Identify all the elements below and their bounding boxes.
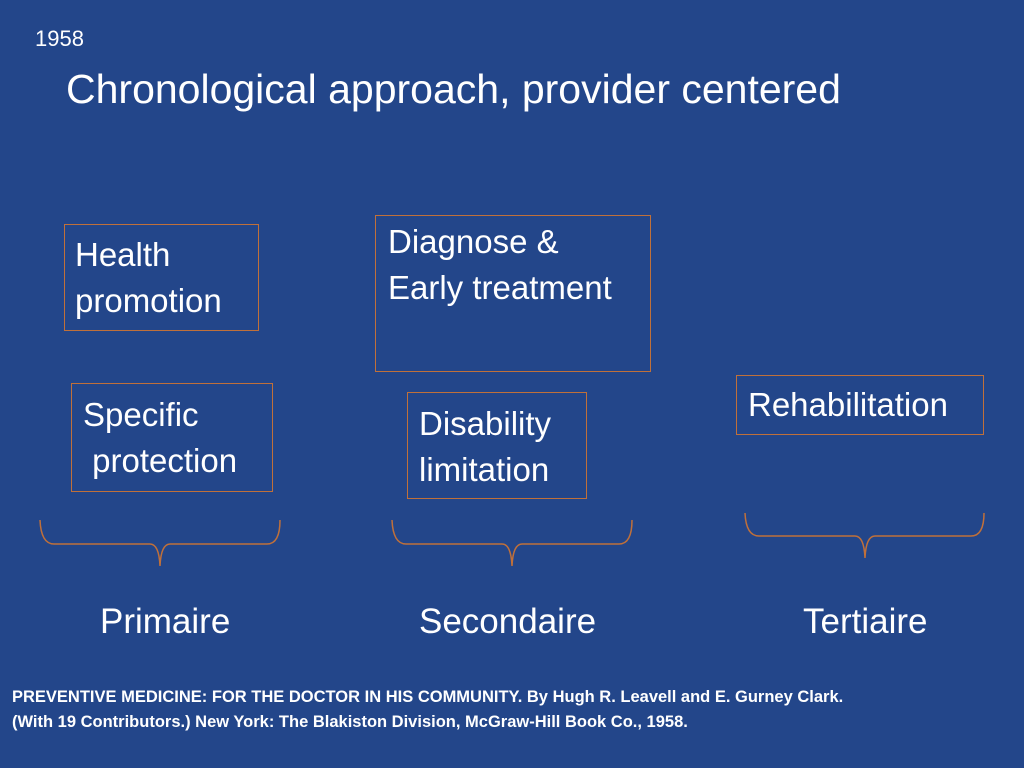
health-promotion-line-2: promotion [75,282,222,319]
level-tertiary-label: Tertiaire [803,602,928,641]
health-promotion-box: Health promotion [64,224,259,331]
brace-primary [39,519,281,567]
slide-title: Chronological approach, provider centere… [66,66,841,112]
diagnose-line-1: Diagnose & [388,223,559,260]
source-citation: PREVENTIVE MEDICINE: FOR THE DOCTOR IN H… [12,685,843,735]
disability-limitation-box: Disability limitation [407,392,587,499]
diagnose-line-2: Early treatment [388,269,612,306]
brace-secondary [391,519,633,567]
level-secondary-label: Secondaire [419,602,597,641]
disability-limitation-line-2: limitation [419,451,550,488]
specific-protection-line-1: Specific [83,396,199,433]
citation-line-2: (With 19 Contributors.) New York: The Bl… [12,713,688,731]
specific-protection-box: Specific protection [71,383,273,492]
disability-limitation-line-1: Disability [419,405,552,442]
rehabilitation-box: Rehabilitation [736,375,984,435]
brace-tertiary [744,512,985,559]
specific-protection-line-2: protection [83,442,238,479]
citation-line-1: PREVENTIVE MEDICINE: FOR THE DOCTOR IN H… [12,688,844,706]
slide-year: 1958 [35,26,84,51]
rehabilitation-label: Rehabilitation [748,386,948,423]
health-promotion-line-1: Health [75,236,171,273]
level-primary-label: Primaire [100,602,231,641]
diagnose-early-treatment-box: Diagnose & Early treatment [375,215,651,372]
